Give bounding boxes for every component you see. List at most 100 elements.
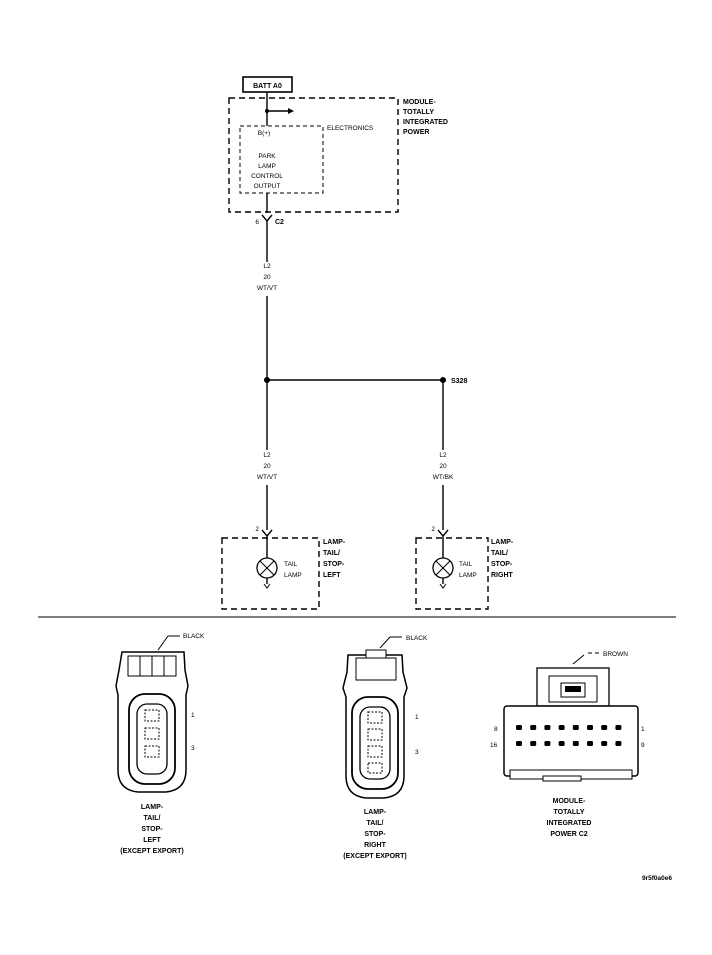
- wire-left-circuit: L2: [263, 452, 271, 459]
- connector-left-pin-1: 1: [191, 712, 195, 719]
- lamp-right-bulb-x2: [435, 560, 451, 576]
- lamp-left-bulb-line-1: TAIL: [284, 561, 298, 568]
- connector-right-caption-2: TOTALLY: [554, 809, 585, 816]
- lamp-right: 2 TAIL LAMP LAMP- TAIL/ STOP- RIGHT: [415, 526, 514, 610]
- connector-right-cavity: [516, 741, 522, 746]
- connector-right-cavity: [530, 725, 537, 730]
- lamp-right-name-1: LAMP-: [491, 539, 514, 546]
- module-name-1: MODULE-: [403, 99, 436, 106]
- fuse-arrow-head: [288, 108, 294, 114]
- lamp-left-bulb-line-2: LAMP: [284, 572, 302, 579]
- lamp-right-connector-symbol: [437, 529, 449, 538]
- connector-left: BLACK 1 3 LAMP- TAIL/ STOP- LEFT (EXCEPT…: [115, 633, 205, 855]
- lamp-right-name-3: STOP-: [491, 561, 513, 568]
- wire-right-gauge: 20: [439, 463, 447, 470]
- connector-right-pin-bottom-right: 9: [641, 742, 645, 749]
- lamp-left-ground-icon: [263, 583, 271, 589]
- lamp-right-ground-icon: [439, 583, 447, 589]
- c2-label: C2: [275, 219, 284, 226]
- connector-middle-terminal-4: [367, 762, 383, 774]
- fuse-label: BATT A0: [253, 83, 282, 90]
- connector-right-cavity: [601, 725, 608, 730]
- splice-label: S328: [451, 378, 467, 385]
- connector-right-color-leader: [572, 654, 585, 665]
- connector-right-pin-top-right: 1: [641, 726, 645, 733]
- connector-right-pin-bottom-left: 16: [490, 742, 498, 749]
- connector-right-cavity: [615, 725, 622, 730]
- lamp-left-connector-symbol: [261, 529, 273, 538]
- module-outline: [228, 97, 399, 213]
- connector-left-color: BLACK: [183, 633, 205, 640]
- connector-right-caption-1: MODULE-: [553, 798, 586, 805]
- connector-right-cavity: [601, 741, 608, 746]
- connector-left-caption-4: LEFT: [143, 837, 161, 844]
- fuse-node: [265, 109, 269, 113]
- output-line-3: CONTROL: [251, 173, 283, 180]
- connector-middle-cavity: [359, 706, 391, 780]
- connector-right-cavity: [587, 725, 593, 730]
- connector-left-caption-5: (EXCEPT EXPORT): [120, 848, 183, 855]
- connector-right-caption-3: INTEGRATED: [547, 820, 592, 827]
- electronics-outline: [239, 125, 324, 194]
- connector-right-cavity: [558, 741, 565, 746]
- connector-right-cavities: [516, 725, 622, 746]
- connector-middle-pin-1: 1: [415, 714, 419, 721]
- connector-left-terminal-1: [144, 709, 160, 722]
- connector-right-color: BROWN: [603, 651, 628, 658]
- c2-connector-symbol: [261, 214, 273, 223]
- wiring: L2 20 WT/VT S328 L2 20 WT/VT L2 20 WT/BK: [257, 221, 467, 530]
- connector-left-caption-2: TAIL/: [144, 815, 161, 822]
- lamp-right-pin: 2: [431, 526, 435, 533]
- connector-right-cavity: [615, 741, 622, 746]
- connector-left-terminal-3: [144, 745, 160, 758]
- connector-middle-pin-3: 3: [415, 749, 419, 756]
- connector-left-terminal-2: [144, 727, 160, 740]
- wire-left-gauge: 20: [263, 463, 271, 470]
- connector-middle: BLACK 1 3 LAMP- TAIL/ STOP- RIGHT (EXCEP…: [342, 635, 428, 860]
- connector-middle-color-leader: [379, 636, 391, 649]
- connector-right-lock-detail: [565, 686, 581, 692]
- lamp-left-name-3: STOP-: [323, 561, 345, 568]
- connector-right-cavity: [544, 725, 551, 730]
- connector-right: BROWN 8 1 16 9 MODULE- TOTALLY INTEGRATE…: [490, 651, 645, 838]
- lamp-left-name-2: TAIL/: [323, 550, 340, 557]
- connector-middle-caption-5: (EXCEPT EXPORT): [343, 853, 406, 860]
- connector-left-caption-3: STOP-: [141, 826, 163, 833]
- connector-left-caption-1: LAMP-: [141, 804, 164, 811]
- connector-middle-terminal-2: [367, 728, 383, 741]
- connector-right-caption-4: POWER C2: [550, 831, 587, 838]
- lamp-left-name-1: LAMP-: [323, 539, 346, 546]
- b-plus-label: B(+): [258, 130, 270, 137]
- wire-right-color: WT/BK: [433, 474, 454, 481]
- connector-middle-caption-1: LAMP-: [364, 809, 387, 816]
- wire-right-circuit: L2: [439, 452, 447, 459]
- c2-pin: 6: [255, 219, 259, 226]
- lamp-right-outline: [415, 537, 489, 610]
- connector-right-cavity: [572, 725, 579, 730]
- wire-top-gauge: 20: [263, 274, 271, 281]
- lamp-left: 2 TAIL LAMP LAMP- TAIL/ STOP- LEFT: [221, 526, 346, 610]
- module-name-4: POWER: [403, 129, 429, 136]
- lamp-left-bulb-x2: [259, 560, 275, 576]
- lamp-right-name-2: TAIL/: [491, 550, 508, 557]
- connector-middle-latch: [355, 657, 397, 681]
- tipm-module: BATT A0 B(+) ELECTRONICS PARK LAMP CONTR…: [228, 76, 448, 226]
- connector-middle-color: BLACK: [406, 635, 428, 642]
- output-line-1: PARK: [258, 153, 276, 160]
- connector-middle-caption-3: STOP-: [364, 831, 386, 838]
- wire-left-color: WT/VT: [257, 474, 277, 481]
- connector-middle-latch-tab: [365, 649, 387, 659]
- module-name-3: INTEGRATED: [403, 119, 448, 126]
- figure-code: 9r5f0a0e6: [642, 875, 672, 882]
- connector-right-cavity: [516, 725, 522, 730]
- lamp-right-name-4: RIGHT: [491, 572, 514, 579]
- connector-right-cavity: [558, 725, 565, 730]
- module-name-2: TOTALLY: [403, 109, 434, 116]
- connector-middle-terminal-3: [367, 745, 383, 758]
- connector-right-pin-top-left: 8: [494, 726, 498, 733]
- connector-middle-caption-4: RIGHT: [364, 842, 387, 849]
- output-line-4: OUTPUT: [254, 183, 281, 190]
- connector-middle-terminal-1: [367, 711, 383, 724]
- connector-right-cavity: [572, 741, 579, 746]
